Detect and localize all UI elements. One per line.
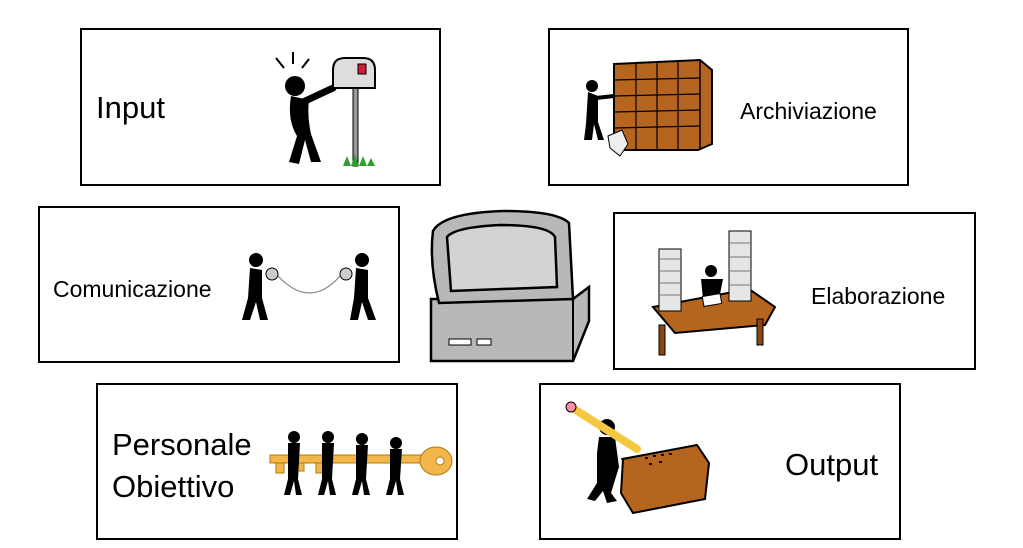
card-archiviazione: Archiviazione (548, 28, 909, 186)
tin-can-phone-figures-icon (242, 253, 376, 320)
desk-paper-stacks-figure-icon (651, 230, 777, 356)
card-output-label: Output (785, 447, 879, 482)
card-comunicazione: Comunicazione (38, 206, 400, 363)
card-input-label: Input (96, 90, 165, 125)
card-elaborazione-label: Elaborazione (811, 283, 946, 309)
figures-carrying-key-icon (269, 431, 453, 495)
card-archiviazione-label: Archiviazione (740, 98, 877, 124)
card-personale-label-line1: Personale (112, 427, 252, 462)
card-output: Output (539, 383, 901, 540)
card-elaborazione: Elaborazione (613, 212, 976, 370)
figure-writing-on-box-icon (565, 401, 711, 515)
card-personale-label-line2: Obiettivo (112, 469, 235, 504)
card-personale: Personale Obiettivo (96, 383, 458, 540)
card-comunicazione-label: Comunicazione (53, 276, 212, 302)
computer-monitor-icon (429, 209, 591, 363)
filing-cabinet-figure-icon (584, 58, 713, 157)
card-input: Input (80, 28, 441, 186)
mailbox-figure-icon (275, 52, 376, 167)
